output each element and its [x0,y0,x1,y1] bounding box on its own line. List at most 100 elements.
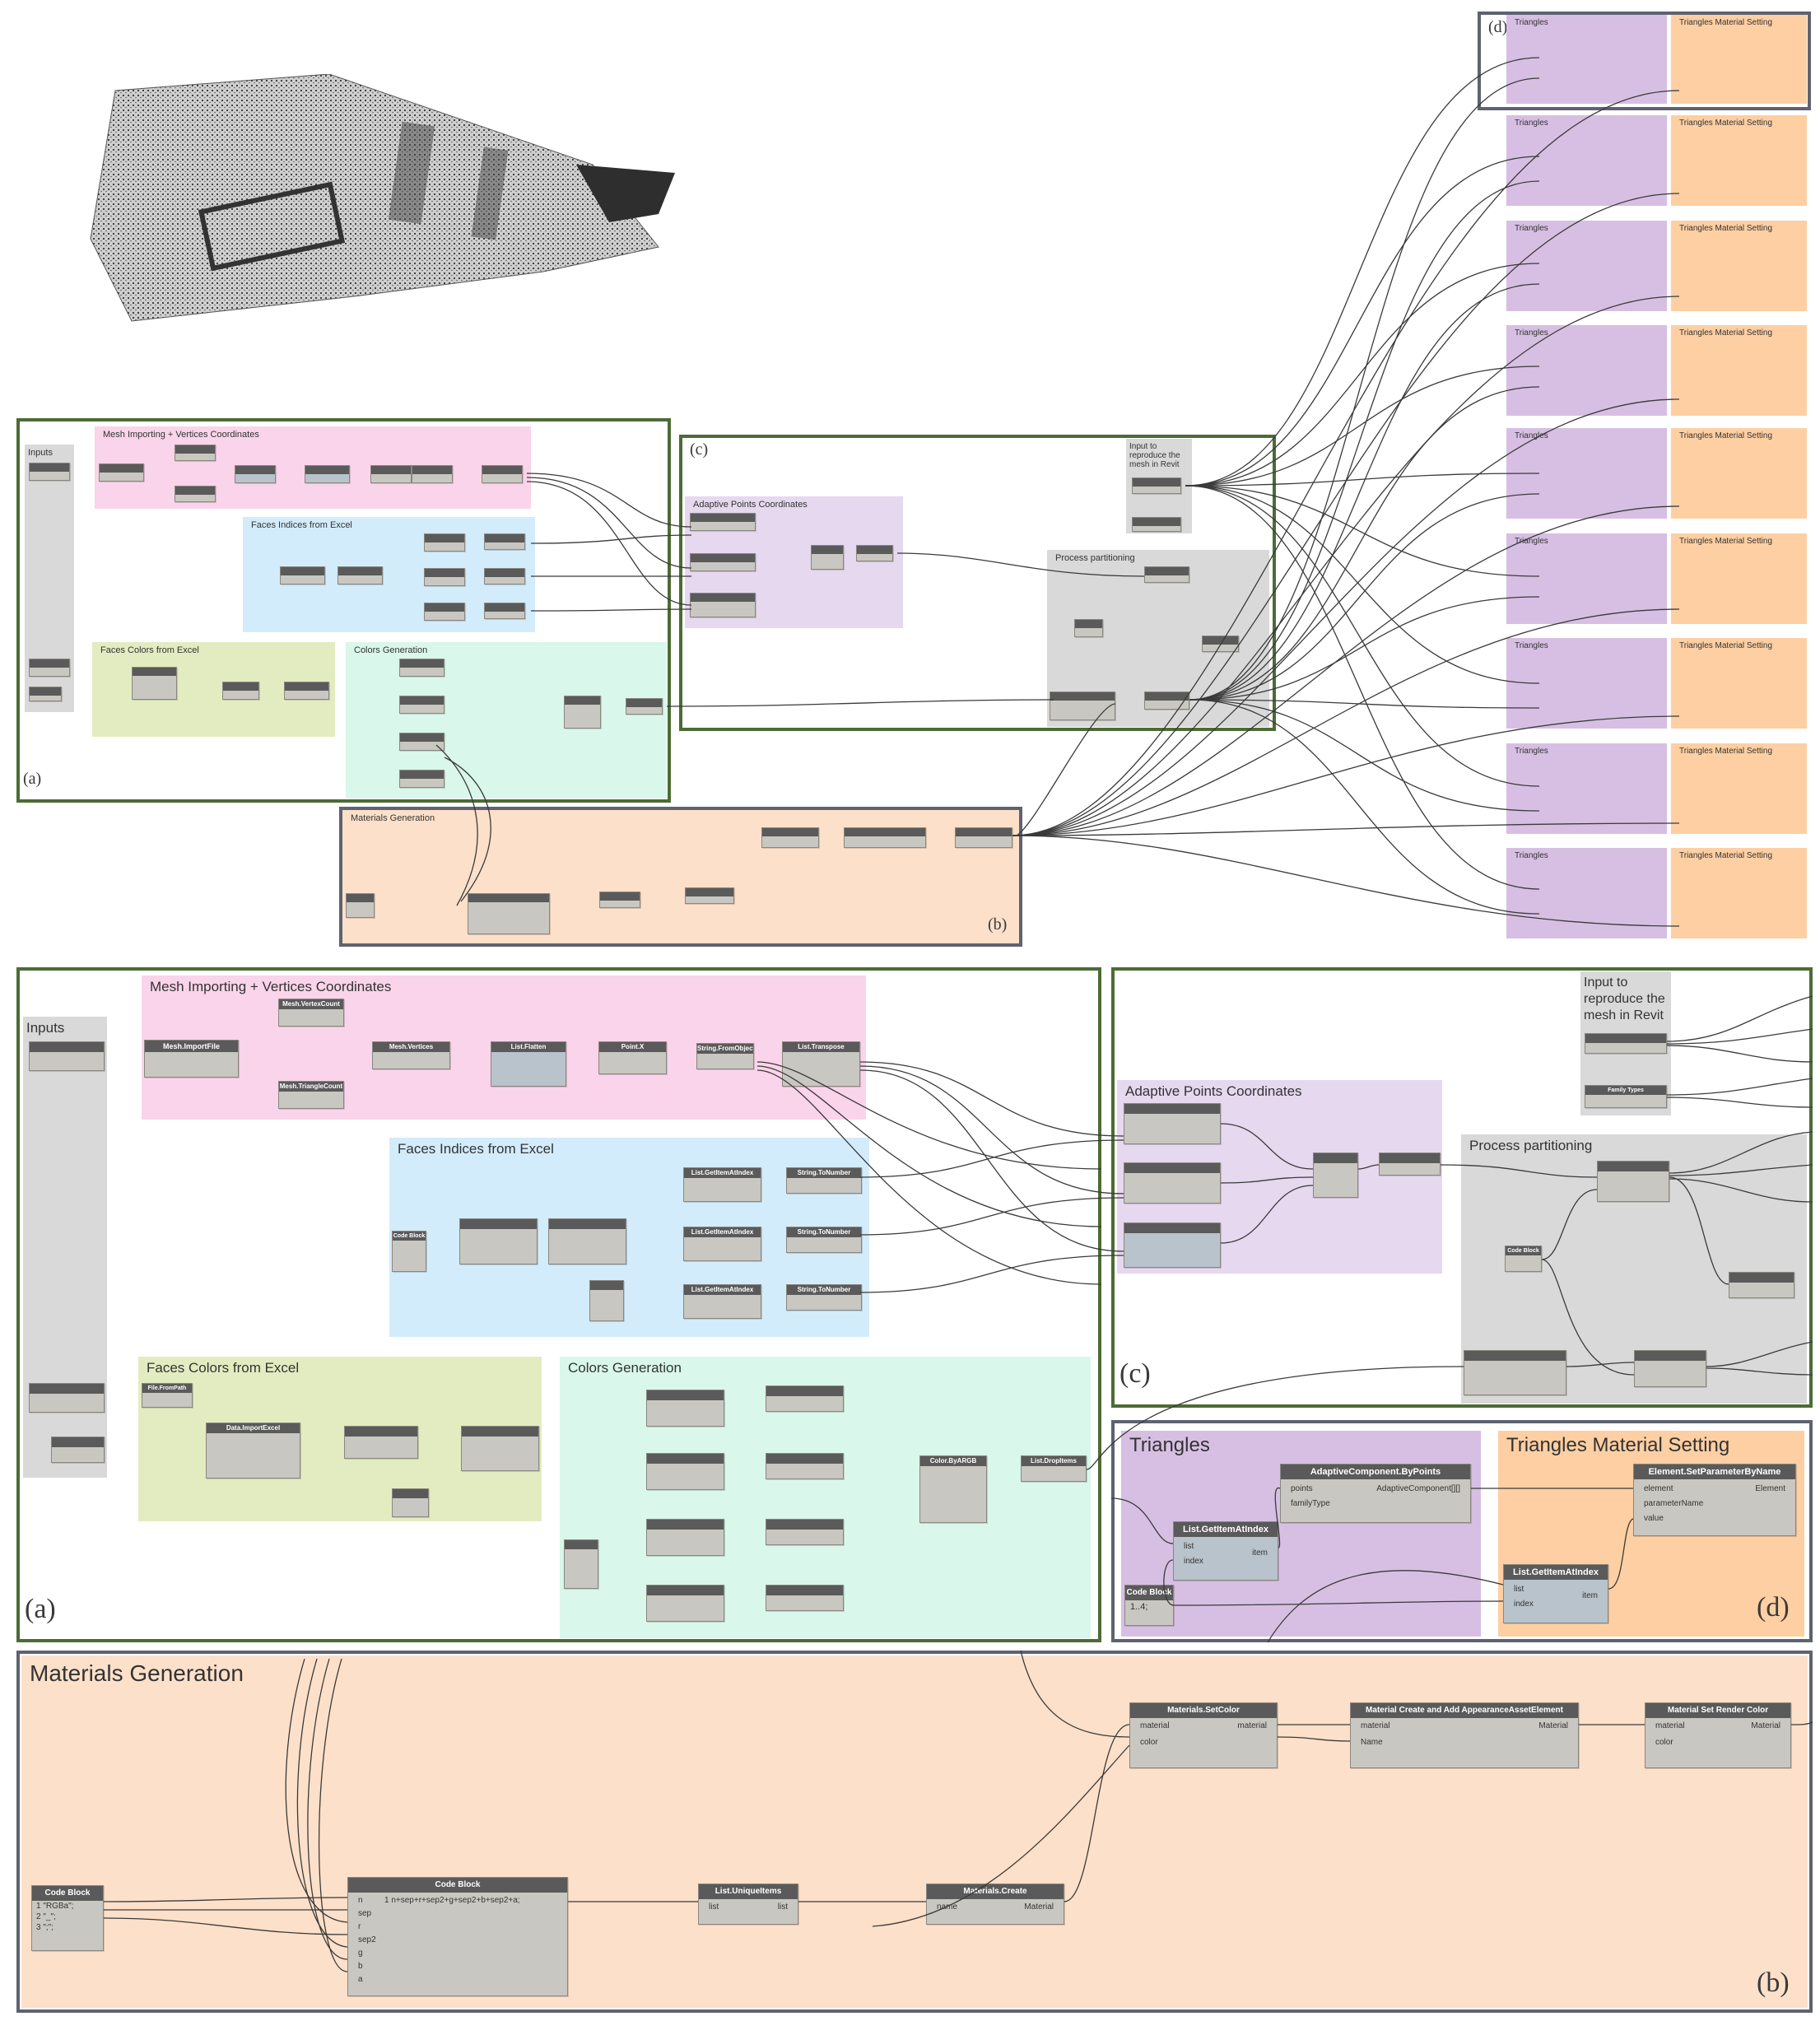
render-in-color[interactable]: color [1655,1738,1673,1747]
overview-node[interactable] [235,465,276,483]
unique-items-node[interactable]: List.UniqueItems list list [698,1884,798,1925]
setparam-in-element[interactable]: element [1644,1484,1673,1493]
mat-create-in-name[interactable]: name [937,1902,958,1912]
file-from-path-node[interactable]: File.FromPath [142,1383,193,1408]
setparam-in-name[interactable]: parameterName [1644,1499,1704,1508]
adaptive-in-familytype[interactable]: familyType [1291,1499,1330,1508]
appearance-in-name[interactable]: Name [1361,1738,1383,1747]
getitem-d2-in-list[interactable]: list [1514,1585,1524,1594]
code-block-d-node[interactable]: Code Block 1..4; [1124,1585,1174,1626]
list-create-node[interactable] [1313,1153,1358,1198]
overview-node[interactable] [690,513,756,531]
overview-node[interactable] [337,566,383,584]
tonumber-a3-node[interactable]: String.ToNumber [786,1284,862,1311]
overview-node[interactable] [626,698,663,715]
overview-node[interactable] [399,770,445,788]
tonumber-c3-node[interactable] [766,1519,844,1545]
data-import-node[interactable]: Data.ImportExcel [206,1423,300,1478]
unique-in[interactable]: list [709,1902,719,1912]
code-block-c-node[interactable]: Code Block [1505,1246,1542,1272]
cb2-in-r[interactable]: r [358,1922,361,1931]
overview-node[interactable] [280,566,325,584]
list-drop-colors-node[interactable]: List.DropItems [1021,1455,1087,1482]
list-drop-2-node[interactable] [548,1218,626,1264]
getitem-d2-in-index[interactable]: index [1514,1600,1534,1609]
list-transpose-c-node[interactable] [1379,1153,1441,1176]
tonumber-c4-node[interactable] [766,1585,844,1611]
overview-node[interactable] [811,545,844,570]
getitem-c2-node[interactable] [646,1453,724,1490]
setcolor-in-material[interactable]: material [1140,1721,1170,1730]
list-drop-excel-node[interactable] [461,1426,539,1471]
cb2-in-a[interactable]: a [358,1975,363,1984]
setparam-out[interactable]: Element [1755,1484,1785,1493]
overview-node[interactable] [29,463,70,481]
list-transpose-node[interactable]: List.Transpose [782,1041,860,1087]
overview-node[interactable] [844,827,926,848]
list-flatten-node[interactable]: List.Flatten [491,1041,566,1087]
appearance-out[interactable]: Material [1538,1721,1568,1730]
code-block-faces-node[interactable]: Code Block [392,1231,426,1272]
setcolor-in-color[interactable]: color [1140,1738,1158,1747]
render-in-material[interactable]: material [1655,1721,1685,1730]
code-line-2[interactable]: 2 "_"; [36,1912,56,1921]
overview-node[interactable] [370,465,412,483]
adaptive-points-2-node[interactable] [1124,1162,1221,1204]
list-transpose-excel-node[interactable] [344,1426,418,1459]
materials-create-node[interactable]: Materials.Create name Material [926,1884,1064,1925]
adaptive-points-1-node[interactable] [1124,1103,1221,1144]
code-block-colors-node[interactable] [564,1539,598,1589]
mesh-import-node[interactable]: Mesh.ImportFile [144,1040,239,1078]
overview-node[interactable] [305,465,350,483]
list-drop-node[interactable] [459,1218,538,1264]
render-color-node[interactable]: Material Set Render Color material color… [1645,1702,1791,1768]
string-from-node[interactable]: String.FromObject [696,1043,754,1069]
vertex-count-node[interactable]: Mesh.VertexCount [278,999,344,1027]
excel-file-input-node[interactable] [29,1383,105,1413]
code-line-3[interactable]: 3 ";"; [36,1923,54,1932]
overview-node[interactable] [468,893,550,934]
cb2-in-g[interactable]: g [358,1949,363,1958]
appearance-in-material[interactable]: material [1361,1721,1390,1730]
sheet-input-node[interactable] [51,1437,105,1463]
list-chop-2-node[interactable] [1634,1350,1706,1387]
adaptive-in-points[interactable]: points [1291,1484,1313,1493]
overview-node[interactable] [29,659,70,677]
appearance-asset-node[interactable]: Material Create and Add AppearanceAssetE… [1350,1702,1579,1768]
overview-node[interactable] [132,667,177,700]
overview-node[interactable] [1050,692,1115,720]
getitem-d1-out[interactable]: item [1252,1548,1268,1558]
overview-node[interactable] [1132,517,1181,532]
overview-node[interactable] [399,733,445,751]
overview-node[interactable] [424,568,465,586]
tonumber-a2-node[interactable]: String.ToNumber [786,1227,862,1253]
code-block-d-value[interactable]: 1..4; [1130,1602,1148,1612]
overview-node[interactable] [412,465,453,483]
render-out[interactable]: Material [1751,1721,1780,1730]
overview-node[interactable] [1202,636,1239,652]
overview-node[interactable] [346,893,375,918]
code-block-excel-node[interactable] [392,1488,429,1517]
mat-create-out[interactable]: Material [1024,1902,1054,1912]
partition-input-node[interactable] [1464,1350,1566,1395]
code-block-revit-node[interactable] [1585,1033,1667,1054]
overview-node[interactable] [484,603,525,619]
getitem-a3-node[interactable]: List.GetItemAtIndex [683,1284,761,1319]
code-line-1[interactable]: 1 "RGBa"; [36,1902,74,1911]
overview-node[interactable] [599,892,640,908]
overview-node[interactable] [484,568,525,584]
materials-setcolor-node[interactable]: Materials.SetColor material color materi… [1129,1702,1278,1768]
overview-node[interactable] [1074,619,1103,637]
cb2-in-sep2[interactable]: sep2 [358,1935,376,1944]
setcolor-out[interactable]: material [1237,1721,1267,1730]
color-argb-node[interactable]: Color.ByARGB [919,1455,987,1523]
mesh-vertices-node[interactable]: Mesh.Vertices [372,1041,450,1069]
overview-node[interactable] [484,533,525,550]
getitem-d1-node[interactable]: List.GetItemAtIndex list index item [1173,1521,1278,1581]
cb2-in-b[interactable]: b [358,1962,363,1971]
overview-node[interactable] [690,593,756,617]
tonumber-c2-node[interactable] [766,1453,844,1479]
overview-node[interactable] [29,687,62,701]
code-block-b2-node[interactable]: Code Block n sep r sep2 g b a 1 n+sep+r+… [347,1877,568,1996]
overview-node[interactable] [1144,692,1189,710]
